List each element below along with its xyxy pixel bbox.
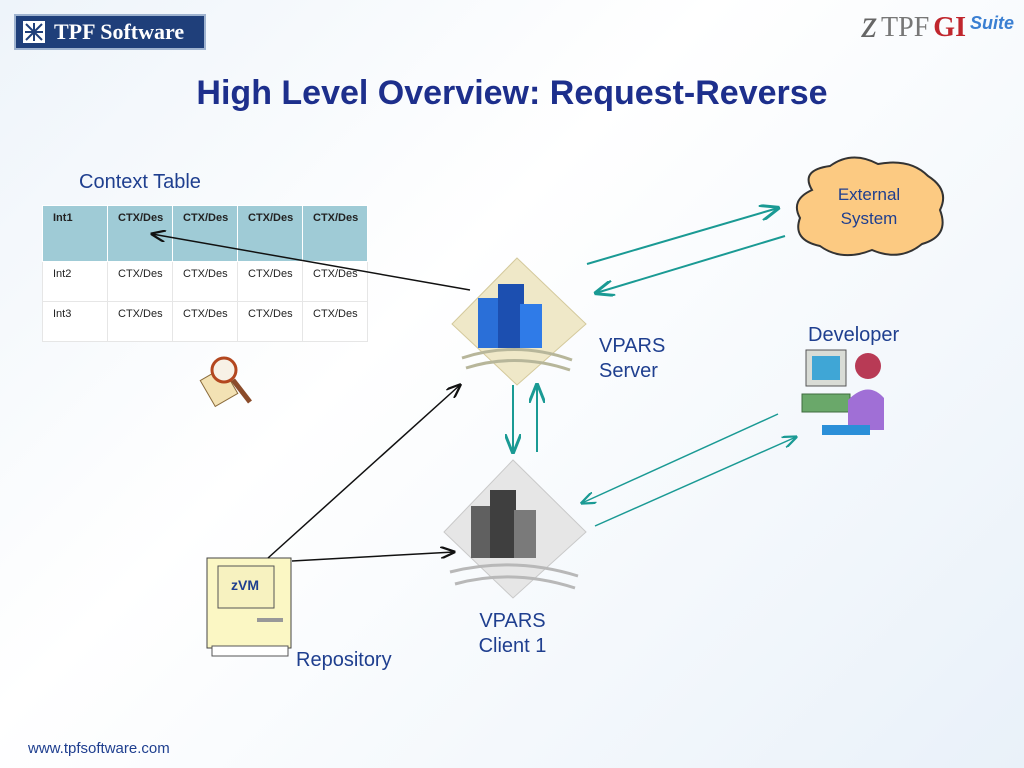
table-cell: CTX/Des [302, 205, 368, 262]
logo-gi: GI [933, 12, 966, 43]
server-label-line-1: VPARS [599, 335, 666, 357]
logo-left-text: TPF Software [54, 19, 185, 44]
developer-label: Developer [808, 324, 900, 346]
table-row: Int3 CTX/Des CTX/Des CTX/Des CTX/Des [42, 301, 368, 342]
table-cell: CTX/Des [237, 205, 303, 262]
footer-url[interactable]: www.tpfsoftware.com [28, 740, 170, 757]
external-system-cloud [796, 156, 944, 257]
table-cell: CTX/Des [107, 301, 173, 342]
zvm-computer-icon [206, 557, 292, 657]
table-cell: CTX/Des [107, 261, 173, 302]
logo-z: z [861, 1, 878, 46]
page-title: High Level Overview: Request-Reverse [196, 74, 828, 112]
table-cell: CTX/Des [237, 301, 303, 342]
table-row: Int1 CTX/Des CTX/Des CTX/Des CTX/Des [42, 205, 368, 262]
table-cell: CTX/Des [172, 205, 238, 262]
table-cell: CTX/Des [172, 261, 238, 302]
vpars-client-label: VPARS Client 1 [460, 609, 565, 659]
context-table: Int1 CTX/Des CTX/Des CTX/Des CTX/Des Int… [42, 205, 368, 342]
developer-computer-icon [801, 349, 884, 435]
connector-arrows [152, 208, 796, 562]
table-cell: Int3 [42, 301, 108, 342]
repository-label: Repository [296, 649, 392, 671]
network-icon [23, 21, 45, 43]
table-cell: CTX/Des [172, 301, 238, 342]
server-building-icon [451, 257, 587, 386]
table-cell: CTX/Des [302, 261, 368, 302]
vpars-server-label: VPARS Server [599, 334, 665, 384]
table-row: Int2 CTX/Des CTX/Des CTX/Des CTX/Des [42, 261, 368, 302]
client-label-line-1: VPARS [479, 610, 546, 632]
zvm-label: zVM [231, 577, 259, 593]
magnifier-document-icon [199, 356, 252, 408]
client-label-line-2: Client 1 [478, 635, 547, 657]
table-cell: Int2 [42, 261, 108, 302]
logo-tpf: TPF [881, 12, 930, 43]
logo-suite: Suite [969, 13, 1014, 33]
table-cell: CTX/Des [237, 261, 303, 302]
external-label-line-1: External [837, 185, 901, 204]
ztpfgi-suite-logo: z TPF GI Suite [861, 4, 1014, 44]
server-label-line-2: Server [599, 360, 658, 382]
external-label-line-2: System [840, 209, 898, 228]
external-system-node: External System [794, 163, 944, 255]
external-system-label: External System [794, 183, 944, 231]
table-cell: CTX/Des [302, 301, 368, 342]
tpf-software-logo: TPF Software [14, 14, 206, 50]
client-building-icon [443, 459, 587, 599]
context-table-title: Context Table [79, 171, 201, 193]
table-cell: Int1 [42, 205, 108, 262]
